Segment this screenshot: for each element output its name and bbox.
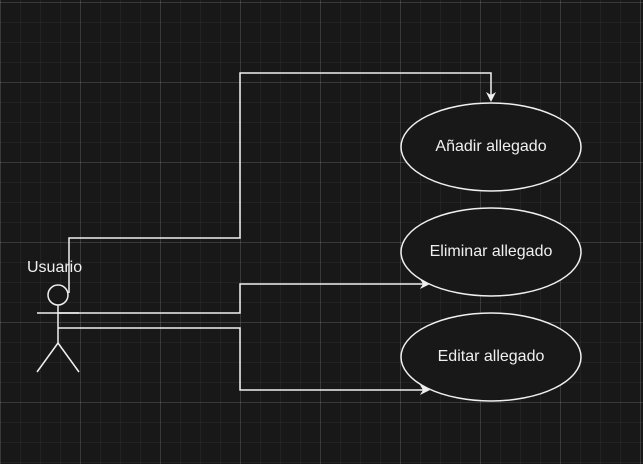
connector-eliminar-allegado[interactable]: [58, 279, 430, 314]
connector-editar-allegado[interactable]: [58, 327, 430, 395]
connector-anadir-allegado[interactable]: [68, 72, 496, 293]
actor-left-leg: [36, 342, 59, 373]
use-case-editar-allegado-shape[interactable]: [400, 312, 582, 402]
actor-head: [47, 284, 69, 306]
use-case-eliminar-allegado-label: Eliminar allegado: [429, 243, 553, 260]
actor-label: Usuario: [27, 259, 83, 276]
use-case-eliminar-allegado-shape[interactable]: [400, 207, 582, 297]
use-case-editar-allegado-label: Editar allegado: [437, 348, 545, 365]
use-case-anadir-allegado-label: Añadir allegado: [435, 138, 547, 155]
use-case-anadir-allegado-shape[interactable]: [400, 102, 582, 192]
actor-right-leg: [57, 342, 80, 373]
